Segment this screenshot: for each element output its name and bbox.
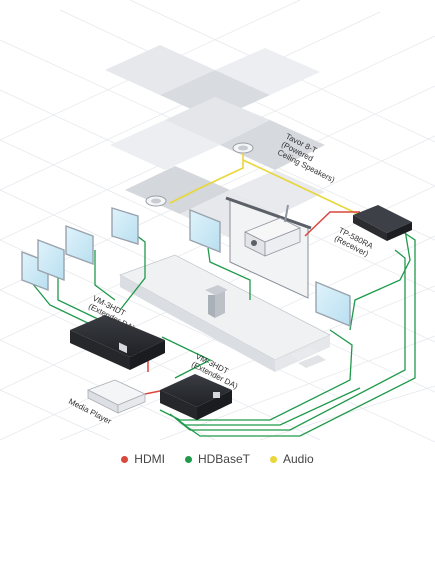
display [315,280,351,328]
extender-device-right [160,374,232,420]
display [37,238,65,282]
legend-label: HDBaseT [197,452,250,466]
legend-label: Audio [282,452,314,466]
extender-device-left [70,315,165,370]
display [65,224,94,266]
ceiling-speaker [232,142,254,154]
legend-item-hdmi: HDMI [121,452,165,466]
legend-label: HDMI [134,452,165,466]
display [189,208,221,254]
media-player-device [86,379,146,414]
projector [244,204,301,257]
ceiling-speaker [145,195,167,207]
legend-item-audio: Audio [269,452,314,466]
audio-dot-icon [269,455,277,463]
legend-item-hdbaset: HDBaseT [184,452,250,466]
display [111,207,139,245]
audio-cable [169,153,361,216]
hdmi-dot-icon [121,455,129,463]
podium [205,285,228,318]
hdbaset-dot-icon [184,455,192,463]
receiver-device [353,205,412,241]
legend: HDMI HDBaseT Audio [0,450,435,468]
